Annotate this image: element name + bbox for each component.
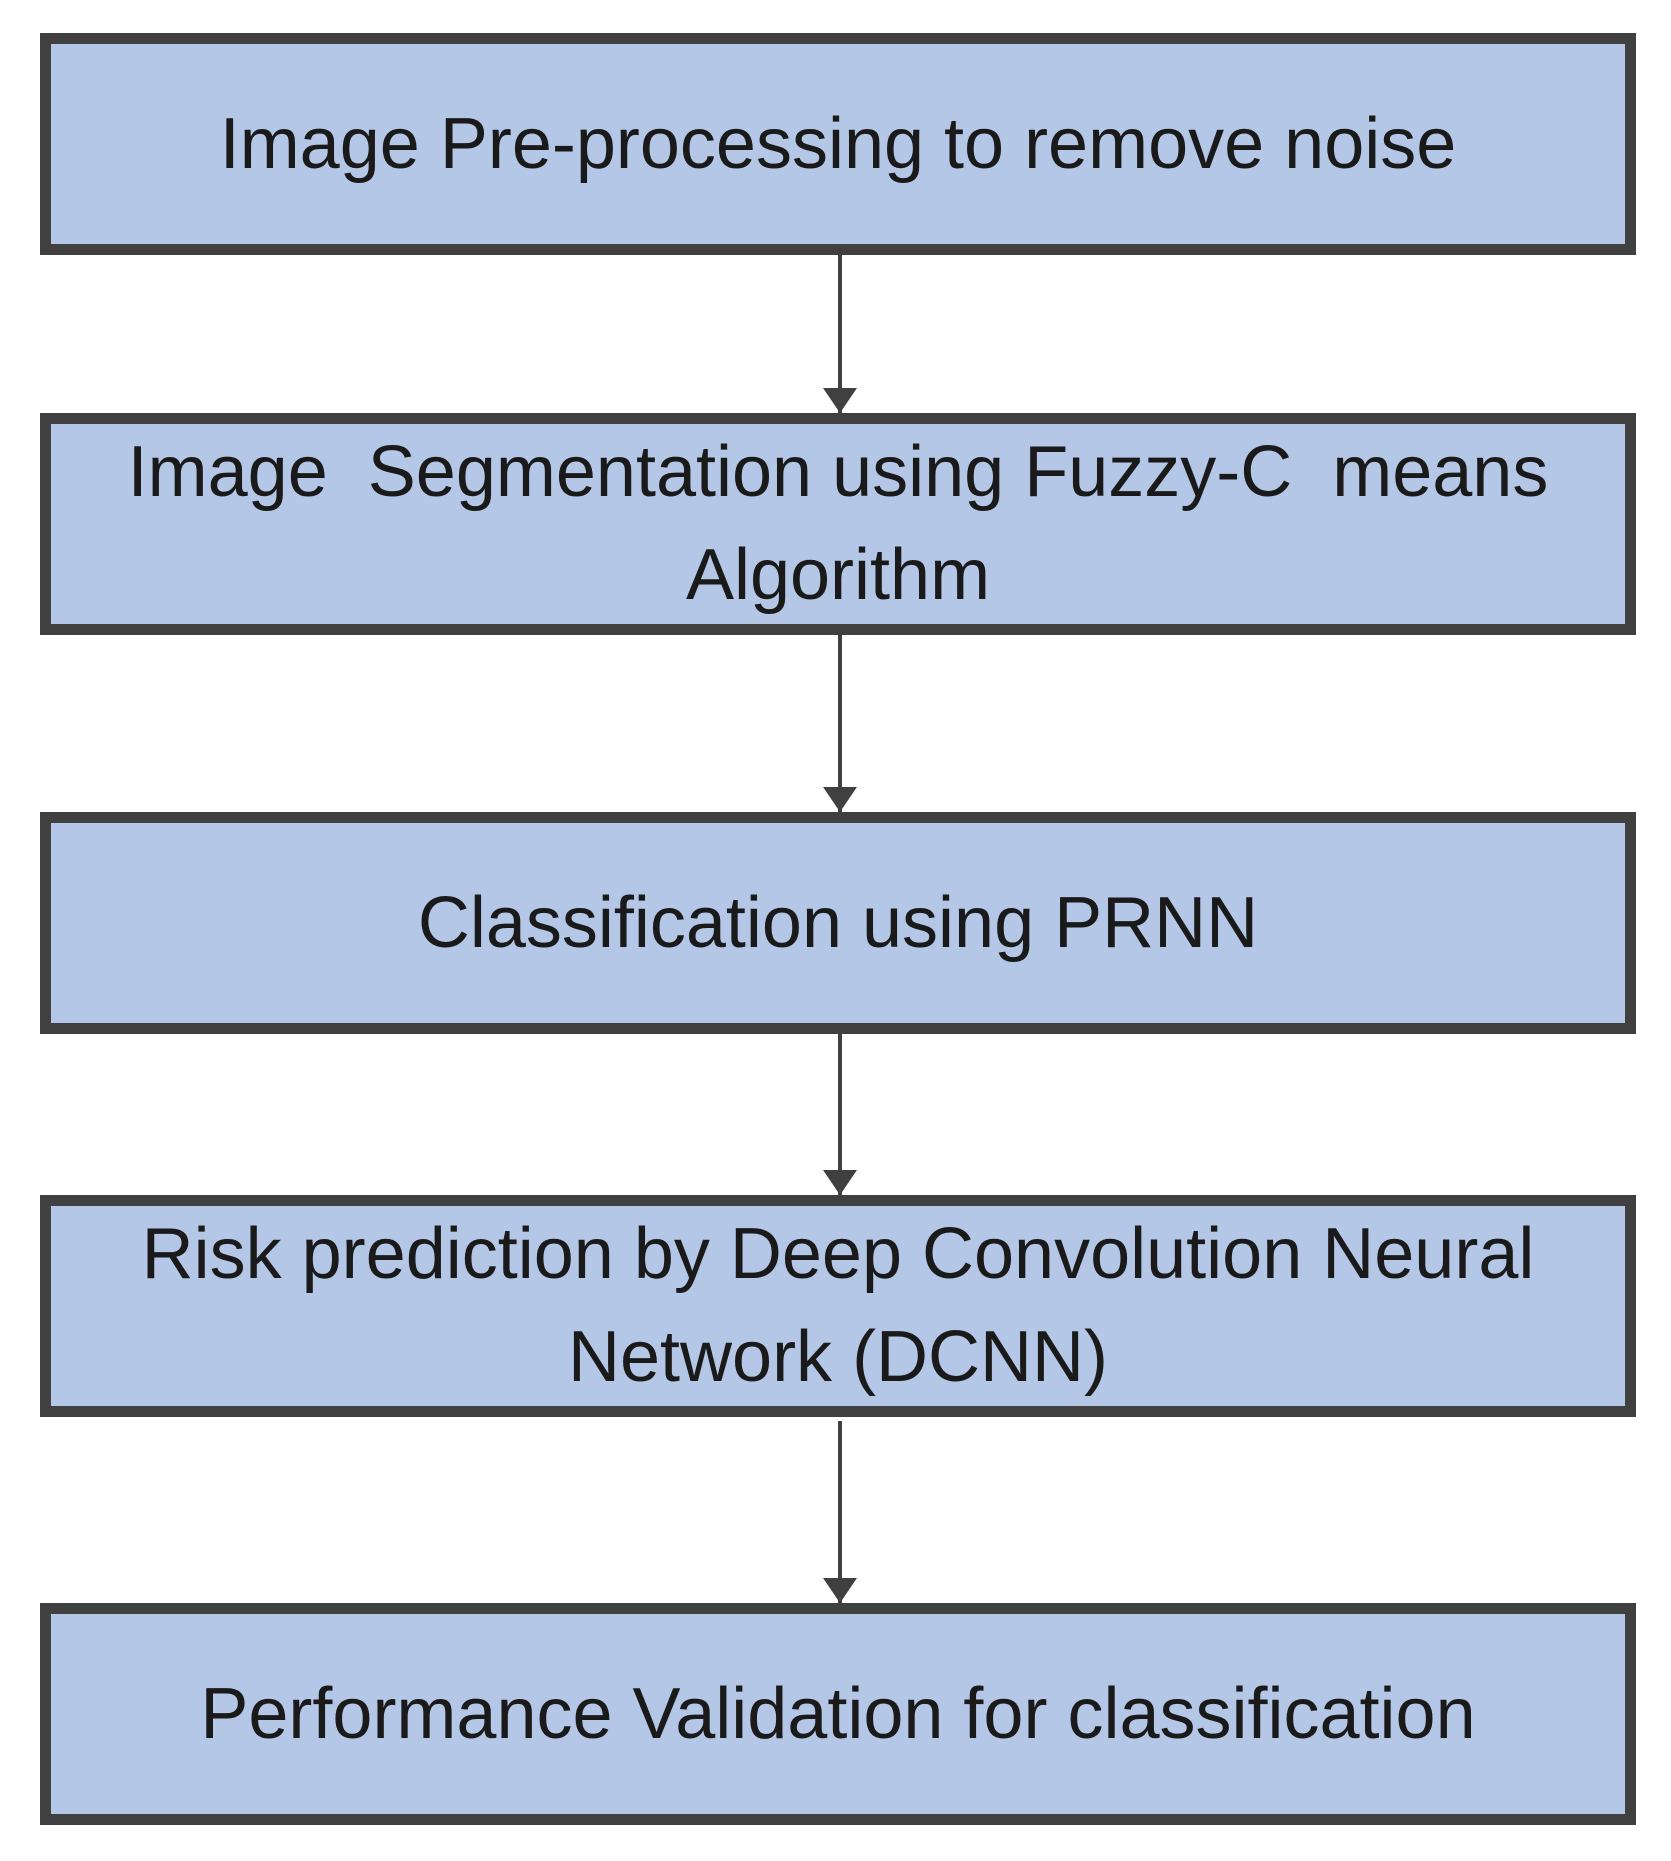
step-label: Classification using PRNN — [417, 882, 1259, 963]
connector-arrow — [823, 255, 857, 413]
step-label: Network (DCNN) — [568, 1317, 1108, 1397]
step-risk-prediction-box: Risk prediction by Deep Convolution Neur… — [40, 1195, 1636, 1417]
step-label: Risk prediction by Deep Convolution Neur… — [141, 1214, 1535, 1294]
arrowhead-down-icon — [823, 1578, 857, 1603]
connector-arrow — [823, 635, 857, 812]
connector-arrow — [823, 1034, 857, 1195]
step-label: Image Pre-processing to remove noise — [219, 103, 1457, 184]
step-label: Algorithm — [685, 535, 991, 615]
step-label: Performance Validation for classificatio… — [200, 1673, 1476, 1754]
step-image-segmentation-box: Image Segmentation using Fuzzy-C means A… — [40, 413, 1636, 635]
connector-arrow — [823, 1421, 857, 1603]
arrowhead-down-icon — [823, 787, 857, 812]
step-label: Image Segmentation using Fuzzy-C means — [127, 432, 1549, 512]
arrowhead-down-icon — [823, 388, 857, 413]
step-classification-box: Classification using PRNN — [40, 812, 1636, 1034]
arrowhead-down-icon — [823, 1170, 857, 1195]
step-image-preprocessing-box: Image Pre-processing to remove noise — [40, 33, 1636, 255]
step-performance-validation-box: Performance Validation for classificatio… — [40, 1603, 1636, 1825]
